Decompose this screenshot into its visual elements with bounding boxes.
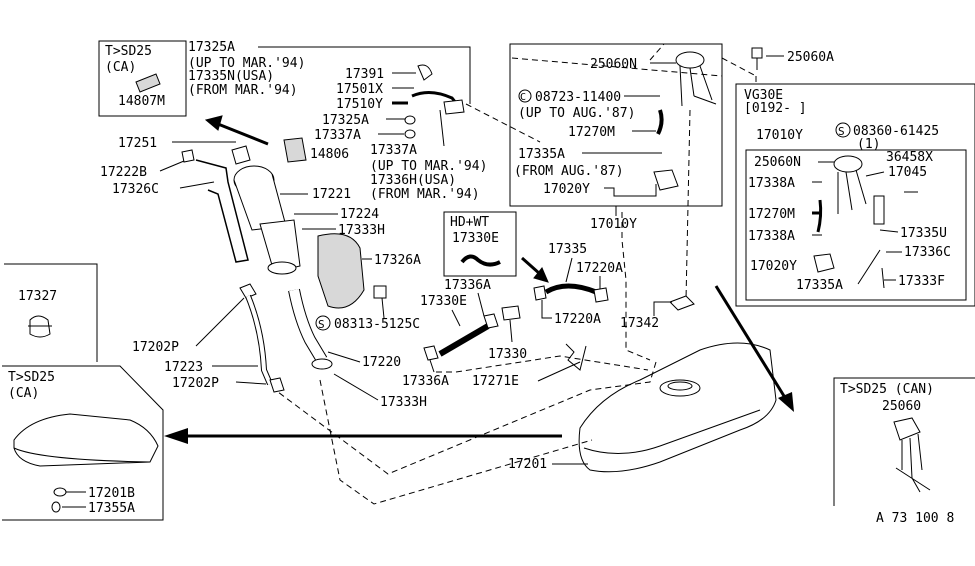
label-17337A: 17337A [314,128,361,143]
label-17221: 17221 [312,187,351,202]
label-17391: 17391 [345,67,384,82]
label-25060N-b: 25060N [754,155,801,170]
label-17330E-b: 17330E [420,294,467,309]
label-17333F: 17333F [898,274,945,289]
dashed-leaders [277,43,723,505]
label-36458X: 36458X [886,150,933,165]
label-17010Y-b: 17010Y [756,128,803,143]
label-17326A: 17326A [374,253,421,268]
label-17330E: 17330E [452,231,499,246]
label-17202P-b: 17202P [172,376,219,391]
label-17251: 17251 [118,136,157,151]
inset-17327: 17327 [4,263,98,362]
label-17336A: 17336A [444,278,491,293]
label-08723: 08723-11400 [535,90,621,105]
label-from-aug-87: (FROM AUG.'87) [514,164,624,179]
label-17271E: 17271E [472,374,519,389]
label-17335: 17335 [548,242,587,257]
label-up-to-mar-94-a: (UP TO MAR.'94) [188,56,305,71]
label-ca-bot: (CA) [8,386,39,401]
label-17336H-usa: 17336H(USA) [370,173,456,188]
panel-vg30e: VG30E [0192- ] 17010Y S 08360-61425 (1) … [735,83,975,307]
label-08360: 08360-61425 [853,124,939,139]
label-25060A: 25060A [787,50,834,65]
label-17325A: 17325A [188,40,235,55]
circle-c: C [520,92,526,103]
label-17010Y: 17010Y [590,217,637,232]
label-17020Y-b: 17020Y [750,259,797,274]
circle-s1: S [838,125,845,138]
label-17201B: 17201B [88,486,135,501]
label-17045: 17045 [888,165,927,180]
label-17202P-a: 17202P [132,340,179,355]
circle-s2: S [318,318,325,331]
hose-group: HD+WT 17330E 17336A 17330E 17330 17336A … [402,211,623,389]
direction-arrows [164,285,794,444]
label-17510Y: 17510Y [336,97,383,112]
label-vg-range: [0192- ] [744,101,807,116]
label-17335U: 17335U [900,226,947,241]
label-17220A-b: 17220A [554,312,601,327]
label-vg30e: VG30E [744,88,783,103]
filler-assembly: 17325A (UP TO MAR.'94) 17335N(USA) (FROM… [100,40,487,410]
label-17335A: 17335A [518,147,565,162]
label-qty1: (1) [857,137,880,152]
label-up-to-mar-94-b: (UP TO MAR.'94) [370,159,487,174]
label-17326C: 17326C [112,182,159,197]
label-25060: 25060 [882,399,921,414]
label-08313: 08313-5125C [334,317,420,332]
label-17327: 17327 [18,289,57,304]
part-25060A: 25060A [721,47,834,86]
label-25060N: 25060N [590,57,637,72]
label-sd25-ca-bot: T>SD25 [8,370,55,385]
inset-sd25-ca-bottom: T>SD25 (CA) 17201B 17355A [2,365,164,521]
label-17335A-b: 17335A [796,278,843,293]
label-17338A: 17338A [748,176,795,191]
label-ca-top: (CA) [105,60,136,75]
label-17223: 17223 [164,360,203,375]
label-17333H-b: 17333H [380,395,427,410]
label-17220: 17220 [362,355,401,370]
label-17337A-b: 17337A [370,143,417,158]
label-17333H: 17333H [338,223,385,238]
label-up-to-aug-87: (UP TO AUG.'87) [518,106,635,121]
label-17501X: 17501X [336,82,383,97]
label-from-mar-94-b: (FROM MAR.'94) [370,187,480,202]
label-hd-wt: HD+WT [450,215,489,230]
label-17330: 17330 [488,347,527,362]
label-17270M-b: 17270M [748,207,795,222]
label-17336C: 17336C [904,245,951,260]
panel-sender-early: 25060N C 08723-11400 (UP TO AUG.'87) 172… [509,43,723,207]
label-17338A-b: 17338A [748,229,795,244]
inset-sd25-ca-top: T>SD25 (CA) 14807M [98,40,187,117]
label-sd25-ca-top: T>SD25 [105,44,152,59]
inset-sd25-can: T>SD25 (CAN) 25060 A 73 100 8 [833,377,975,526]
label-14806: 14806 [310,147,349,162]
label-17325A-b: 17325A [322,113,369,128]
label-17335N-usa: 17335N(USA) [188,69,274,84]
label-reference: A 73 100 8 [876,511,954,526]
label-17270M: 17270M [568,125,615,140]
fuel-tank-17201: 17342 17201 [508,295,777,473]
label-17342: 17342 [620,316,659,331]
label-17336A-b: 17336A [402,374,449,389]
label-17355A: 17355A [88,501,135,516]
label-17020Y: 17020Y [543,182,590,197]
label-17222B: 17222B [100,165,147,180]
label-14807M: 14807M [118,94,165,109]
label-sd25-can: T>SD25 (CAN) [840,382,934,397]
label-17220A: 17220A [576,261,623,276]
label-17224: 17224 [340,207,379,222]
label-17201: 17201 [508,457,547,472]
label-from-mar-94-a: (FROM MAR.'94) [188,83,298,98]
